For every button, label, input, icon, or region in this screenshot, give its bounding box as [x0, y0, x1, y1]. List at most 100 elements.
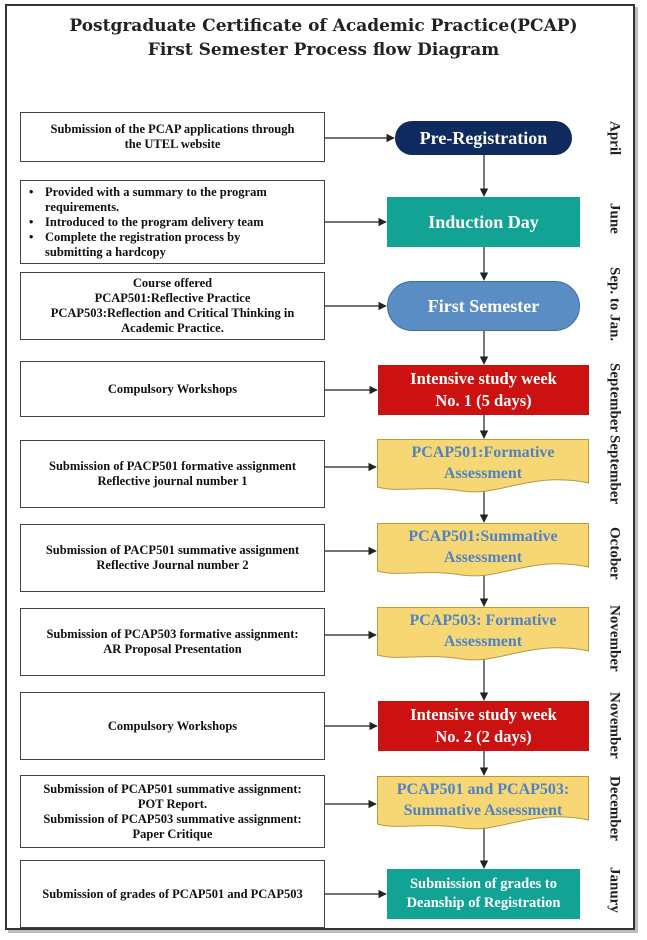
month-label: November [600, 590, 628, 686]
process-node-line: PCAP501:Summative [408, 528, 558, 545]
description-line: Course offered [132, 276, 213, 290]
step-description-box: Submission of grades of PCAP501 and PCAP… [20, 860, 325, 928]
description-line: Submission of PCAP503 summative assignme… [43, 811, 302, 826]
month-label: Sep. to Jan. [600, 267, 628, 341]
process-node-label: Pre-Registration [420, 127, 548, 150]
process-node-line: PCAP501 and PCAP503: [396, 781, 570, 798]
month-text: November [606, 691, 623, 759]
step-description-box: Compulsory Workshops [20, 692, 325, 760]
process-node-line: First Semester [427, 295, 540, 316]
description-line: Reflective Journal number 2 [96, 558, 249, 572]
description-line: Compulsory Workshops [107, 718, 238, 733]
process-node-rect-teal: Induction Day [387, 197, 580, 247]
description-line: Academic Practice. [121, 321, 224, 335]
document-shape-icon [377, 776, 589, 830]
diagram-title-line-1: Postgraduate Certificate of Academic Pra… [69, 16, 578, 36]
bullet-line: Complete the registration process by [45, 229, 241, 244]
bullet-dot-icon: • [29, 184, 34, 199]
step-description-box: Submission of the PCAP applications thro… [20, 112, 325, 162]
description-line: Submission of PACP501 formative assignme… [49, 459, 296, 473]
month-text: September [606, 363, 623, 433]
month-text: September [606, 435, 623, 505]
description-line: Submission of PCAP503 formative assignme… [46, 627, 299, 641]
month-text: June [606, 202, 623, 234]
bullet-line: requirements. [45, 199, 120, 214]
process-node-line: PCAP501:Formative [411, 444, 555, 461]
description-line: Submission of grades of PCAP501 and PCAP… [42, 886, 303, 901]
process-node-line: PCAP503: Formative [409, 612, 557, 629]
step-description-box: Compulsory Workshops [20, 361, 325, 417]
month-text: Janury [606, 867, 623, 913]
process-node-line: No. 1 (5 days) [435, 391, 532, 410]
description-line: POT Report. [137, 796, 208, 811]
process-node-doc-yellow: PCAP501 and PCAP503:Summative Assessment [377, 776, 589, 832]
description-line: PCAP501:Reflective Practice [94, 291, 251, 305]
diagram-frame [5, 4, 635, 930]
step-description-box: Submission of PCAP501 summative assignme… [20, 775, 325, 848]
description-line: Compulsory Workshops [107, 381, 238, 396]
description-line: PCAP503:Reflection and Critical Thinking… [50, 306, 295, 320]
process-node-label: Submission of grades to Deanship of Regis… [407, 875, 561, 913]
process-node-stadium-blue: First Semester [387, 281, 580, 331]
month-text: April [606, 120, 623, 156]
month-text: October [606, 526, 623, 580]
month-label: September [600, 424, 628, 516]
process-node-line: Assessment [443, 633, 523, 650]
process-node-label: Induction Day [428, 211, 539, 234]
process-node-line: Intensive study week [410, 369, 557, 388]
description-line: AR Proposal Presentation [103, 642, 242, 656]
bullet-dot-icon: • [29, 229, 34, 244]
month-label: April [600, 113, 628, 163]
process-node-line: Assessment [443, 549, 523, 566]
bullet-line: submitting a hardcopy [45, 244, 166, 259]
month-label: June [600, 193, 628, 243]
description-line: Submission of PCAP501 summative assignme… [43, 781, 302, 796]
month-text: December [606, 775, 623, 841]
diagram-title-line-2: First Semester Process flow Diagram [147, 40, 500, 60]
bullet-line: Introduced to the program delivery team [45, 214, 264, 229]
document-shape-icon [377, 607, 589, 661]
bullet-item: • Introduced to the program delivery team [29, 215, 264, 230]
bullet-text: Introduced to the program delivery team [45, 215, 264, 230]
description-line: Submission of the PCAP applications thro… [50, 122, 295, 136]
process-node-stadium-navy: Pre-Registration [395, 121, 572, 155]
process-node-rect-teal-small: Submission of grades to Deanship of Regis… [387, 869, 580, 919]
description-line: Submission of PACP501 summative assignme… [45, 543, 300, 557]
process-node-label: First Semester [428, 295, 539, 318]
process-node-line: No. 2 (2 days) [435, 727, 532, 746]
step-description-box: Submission of PACP501 formative assignme… [20, 440, 325, 508]
process-node-label: PCAP501 and PCAP503:Summative Assessment [397, 779, 569, 821]
month-label: Janury [600, 850, 628, 930]
description-line: Paper Critique [132, 826, 213, 841]
document-shape-icon [377, 439, 589, 493]
bullet-dot-icon: • [29, 214, 34, 229]
description-line: Reflective journal number 1 [97, 474, 248, 488]
month-text: November [606, 604, 623, 672]
document-shape-icon [377, 523, 589, 577]
month-label: October [600, 513, 628, 593]
step-description-box: Submission of PCAP503 formative assignme… [20, 608, 325, 676]
bullet-line: Provided with a summary to the program [45, 184, 267, 199]
month-text: Sep. to Jan. [606, 266, 623, 342]
process-node-line: Intensive study week [410, 705, 557, 724]
process-node-line: Submission of grades to [409, 876, 558, 892]
process-node-line: Pre-Registration [419, 127, 548, 148]
step-description-box: Submission of PACP501 summative assignme… [20, 524, 325, 592]
process-node-line: Deanship of Registration [406, 895, 561, 911]
